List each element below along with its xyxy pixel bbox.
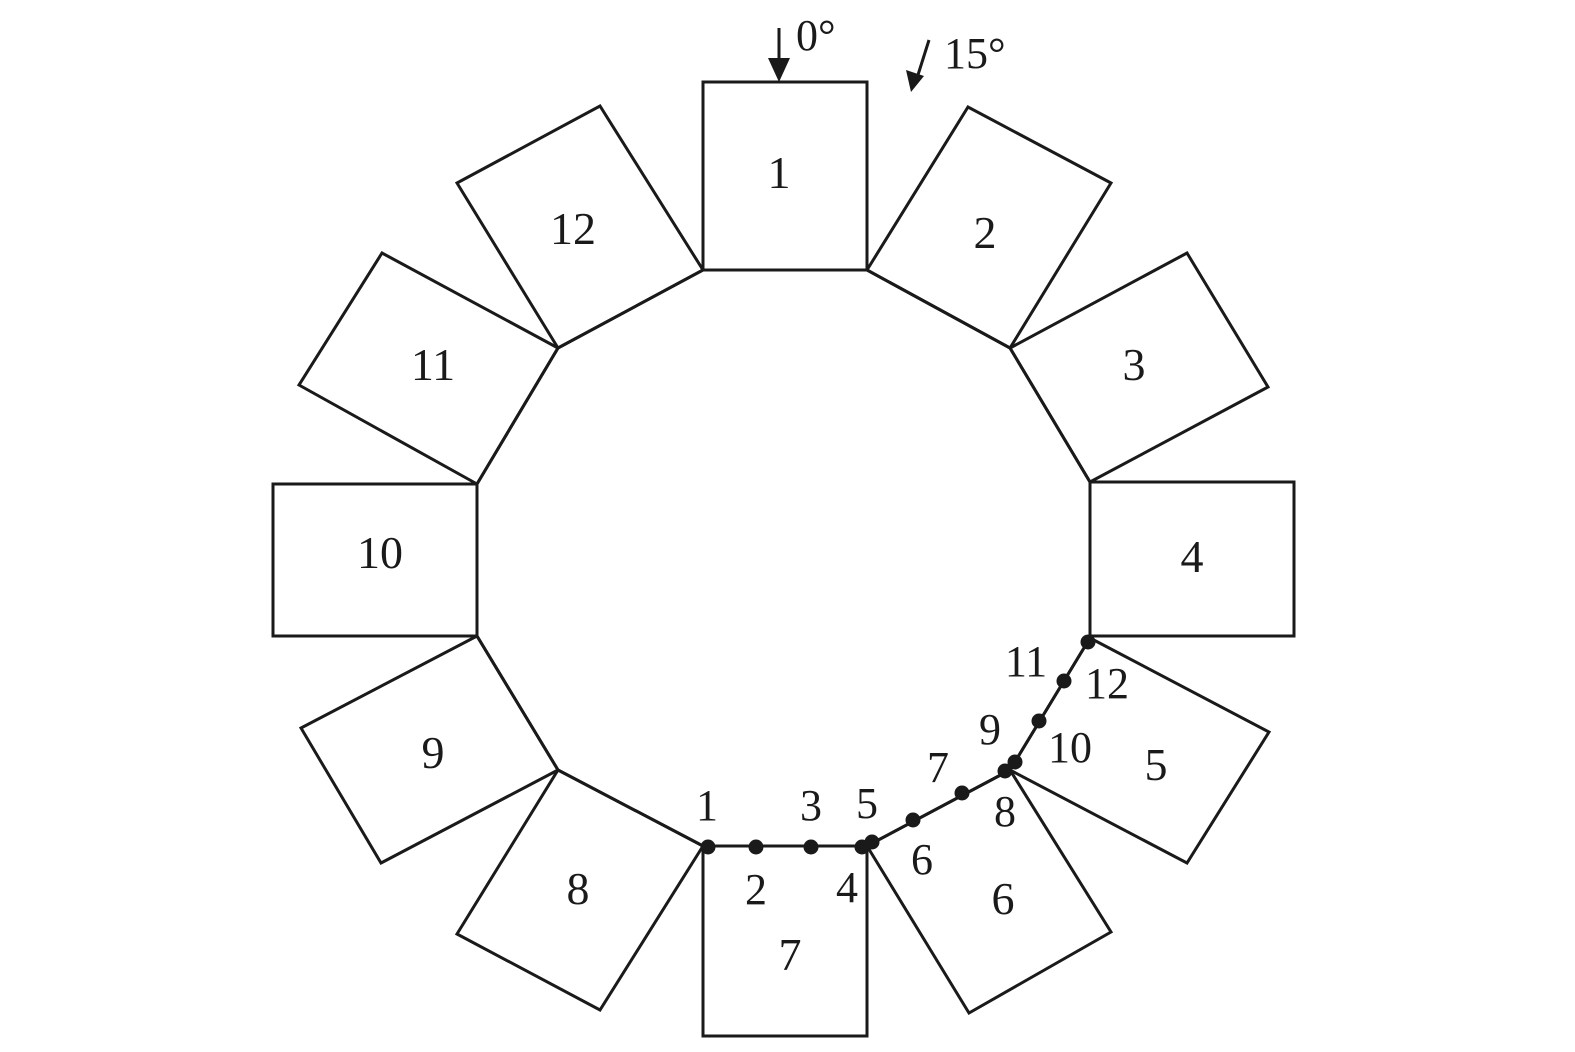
point-label-9: 9 bbox=[979, 705, 1001, 754]
box-label-10: 10 bbox=[357, 527, 403, 578]
point-label-3: 3 bbox=[800, 781, 822, 830]
box-12 bbox=[454, 104, 706, 350]
point-7 bbox=[954, 785, 970, 801]
point-3 bbox=[803, 839, 819, 855]
point-label-6: 6 bbox=[911, 835, 933, 884]
point-6 bbox=[905, 812, 921, 828]
box-label-3: 3 bbox=[1123, 339, 1146, 390]
box-label-2: 2 bbox=[974, 207, 997, 258]
point-label-5: 5 bbox=[856, 779, 878, 828]
box-6 bbox=[864, 768, 1114, 1016]
point-9 bbox=[1007, 754, 1023, 770]
point-label-4: 4 bbox=[836, 863, 858, 912]
box-label-4: 4 bbox=[1181, 531, 1204, 582]
box-label-11: 11 bbox=[411, 339, 455, 390]
point-12 bbox=[1080, 634, 1096, 650]
point-label-10: 10 bbox=[1048, 723, 1092, 772]
box-label-5: 5 bbox=[1145, 739, 1168, 790]
point-label-1: 1 bbox=[696, 781, 718, 830]
box-10 bbox=[271, 482, 479, 638]
point-11 bbox=[1056, 673, 1072, 689]
inner-polygon bbox=[475, 268, 1092, 848]
box-label-6: 6 bbox=[992, 873, 1015, 924]
box-2 bbox=[864, 105, 1114, 351]
box-9 bbox=[298, 634, 561, 865]
box-8 bbox=[454, 768, 706, 1012]
box-label-8: 8 bbox=[567, 863, 590, 914]
point-label-8: 8 bbox=[994, 787, 1016, 836]
point-label-7: 7 bbox=[927, 743, 949, 792]
point-10 bbox=[1031, 713, 1047, 729]
box-4 bbox=[1088, 480, 1296, 638]
box-1 bbox=[701, 80, 869, 272]
angle-label-0: 0° bbox=[796, 11, 836, 60]
point-1 bbox=[700, 839, 716, 855]
arrow-0-degrees bbox=[768, 28, 790, 82]
box-3 bbox=[1007, 251, 1271, 484]
box-11 bbox=[296, 251, 561, 487]
box-label-1: 1 bbox=[768, 147, 791, 198]
box-label-12: 12 bbox=[550, 203, 596, 254]
point-label-12: 12 bbox=[1085, 659, 1129, 708]
point-5 bbox=[864, 834, 880, 850]
point-label-11: 11 bbox=[1005, 637, 1047, 686]
box-label-9: 9 bbox=[422, 727, 445, 778]
point-2 bbox=[748, 839, 764, 855]
angle-label-15: 15° bbox=[944, 29, 1006, 78]
point-8 bbox=[997, 763, 1013, 779]
point-label-2: 2 bbox=[745, 865, 767, 914]
measurement-points bbox=[700, 634, 1096, 855]
box-label-7: 7 bbox=[779, 929, 802, 980]
arrow-15-degrees bbox=[906, 39, 931, 92]
